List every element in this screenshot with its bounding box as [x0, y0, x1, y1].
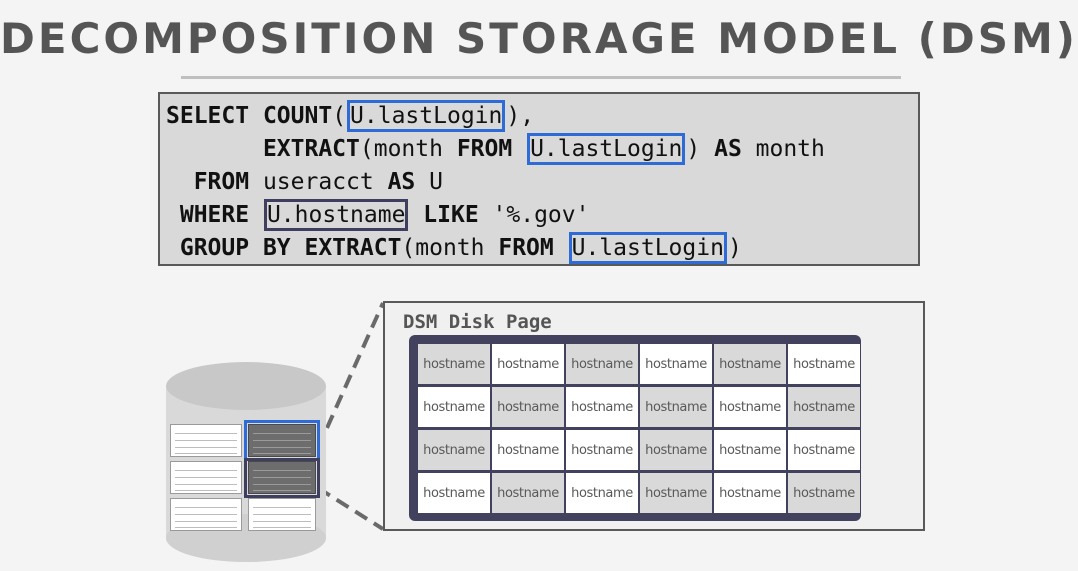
mini-page: [170, 498, 242, 531]
sql-keyword: GROUP BY: [179, 235, 305, 261]
hostname-cell: hostname: [788, 473, 860, 513]
sql-line-where: WHERE U.hostname LIKE '%.gov': [166, 199, 589, 231]
hostname-cell: hostname: [418, 387, 490, 427]
title-divider: [181, 76, 901, 79]
sql-line-groupby: GROUP BY EXTRACT(month FROM U.lastLogin): [166, 232, 742, 264]
sql-keyword: FROM: [193, 169, 263, 195]
hostname-cell: hostname: [788, 430, 860, 470]
sql-keyword: AS: [387, 169, 416, 195]
sql-text: ): [686, 136, 715, 162]
sql-text: U: [415, 169, 443, 195]
sql-line-extract: EXTRACT(month FROM U.lastLogin) AS month: [166, 133, 825, 165]
hostname-cell: hostname: [714, 430, 786, 470]
hostname-cell: hostname: [640, 430, 712, 470]
sql-indent: [166, 136, 263, 162]
hostname-cell: hostname: [640, 387, 712, 427]
sql-text: useracct: [262, 169, 388, 195]
mini-page-highlight-blue: [244, 420, 320, 461]
hostname-cell: hostname: [788, 344, 860, 384]
hostname-cell: hostname: [714, 344, 786, 384]
hostname-cell: hostname: [640, 344, 712, 384]
highlight-lastlogin-1: U.lastLogin: [347, 100, 506, 132]
mini-page: [170, 461, 242, 494]
hostname-cell: hostname: [566, 387, 638, 427]
highlight-lastlogin-3: U.lastLogin: [568, 232, 727, 264]
sql-keyword: FROM: [498, 235, 568, 261]
mini-page: [248, 498, 316, 531]
sql-keyword: SELECT: [166, 103, 263, 129]
sql-line-select: SELECT COUNT(U.lastLogin),: [166, 100, 534, 132]
sql-keyword: LIKE: [409, 202, 479, 228]
hostname-cell: hostname: [418, 344, 490, 384]
hostname-cell: hostname: [418, 473, 490, 513]
hostname-cell: hostname: [492, 430, 564, 470]
sql-text: month: [741, 136, 825, 162]
sql-keyword: AS: [714, 136, 742, 162]
slide-title: DECOMPOSITION STORAGE MODEL (DSM): [0, 14, 1078, 63]
hostname-cell: hostname: [714, 387, 786, 427]
disk-page-label: DSM Disk Page: [403, 311, 552, 333]
highlight-hostname: U.hostname: [263, 199, 409, 231]
hostname-cell: hostname: [566, 473, 638, 513]
sql-keyword: EXTRACT: [304, 235, 402, 261]
hostname-cell: hostname: [418, 430, 490, 470]
mini-page-lastlogin-column: [248, 461, 316, 494]
sql-indent: [166, 202, 180, 228]
hostname-cell: hostname: [492, 344, 564, 384]
sql-indent: [166, 235, 180, 261]
hostname-cell: hostname: [640, 473, 712, 513]
hostname-cell: hostname: [492, 387, 564, 427]
sql-text: (month: [401, 235, 499, 261]
sql-text: ): [727, 235, 742, 261]
sql-text: '%.gov': [478, 202, 590, 228]
hostname-cell: hostname: [566, 344, 638, 384]
mini-page-highlight-dark: [244, 458, 320, 498]
sql-line-from: FROM useracct AS U: [166, 166, 443, 198]
highlight-lastlogin-2: U.lastLogin: [527, 133, 686, 165]
sql-keyword: EXTRACT: [262, 136, 360, 162]
sql-query-box: SELECT COUNT(U.lastLogin), EXTRACT(month…: [158, 92, 920, 266]
sql-text: (: [332, 103, 347, 129]
sql-keyword: COUNT: [262, 103, 333, 129]
sql-keyword: WHERE: [179, 202, 263, 228]
sql-text: ),: [506, 103, 535, 129]
mini-page-hostname-column: [248, 424, 316, 457]
sql-text: (month: [359, 136, 457, 162]
mini-page: [170, 424, 242, 457]
hostname-cell: hostname: [492, 473, 564, 513]
sql-indent: [166, 169, 194, 195]
hostname-cell: hostname: [788, 387, 860, 427]
hostname-cell: hostname: [566, 430, 638, 470]
hostname-cell: hostname: [714, 473, 786, 513]
sql-keyword: FROM: [456, 136, 527, 162]
